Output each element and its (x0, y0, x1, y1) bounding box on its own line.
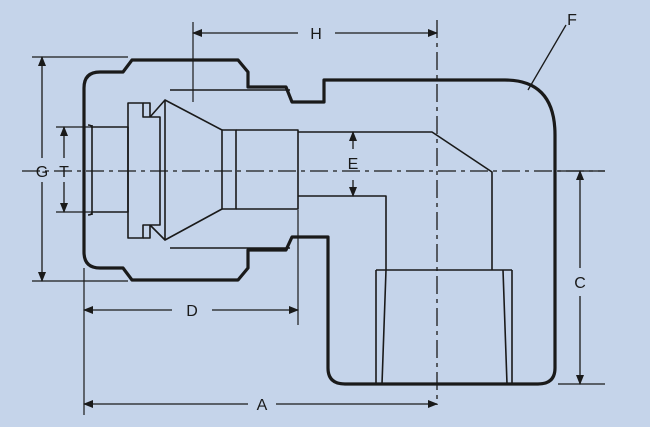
label-t: T (59, 164, 69, 181)
ferrule (127, 102, 161, 239)
label-c: C (574, 275, 586, 292)
body-bore (298, 131, 493, 270)
body-nose (170, 89, 290, 249)
dim-f-leader (527, 24, 567, 91)
front-ferrule (149, 99, 223, 241)
label-h: H (310, 26, 322, 43)
label-e: E (348, 156, 359, 173)
label-f: F (567, 12, 577, 29)
nut-outline (82, 58, 557, 386)
label-d: D (186, 303, 198, 320)
label-g: G (36, 164, 48, 181)
tube-stub (92, 126, 129, 213)
label-a: A (257, 397, 268, 414)
